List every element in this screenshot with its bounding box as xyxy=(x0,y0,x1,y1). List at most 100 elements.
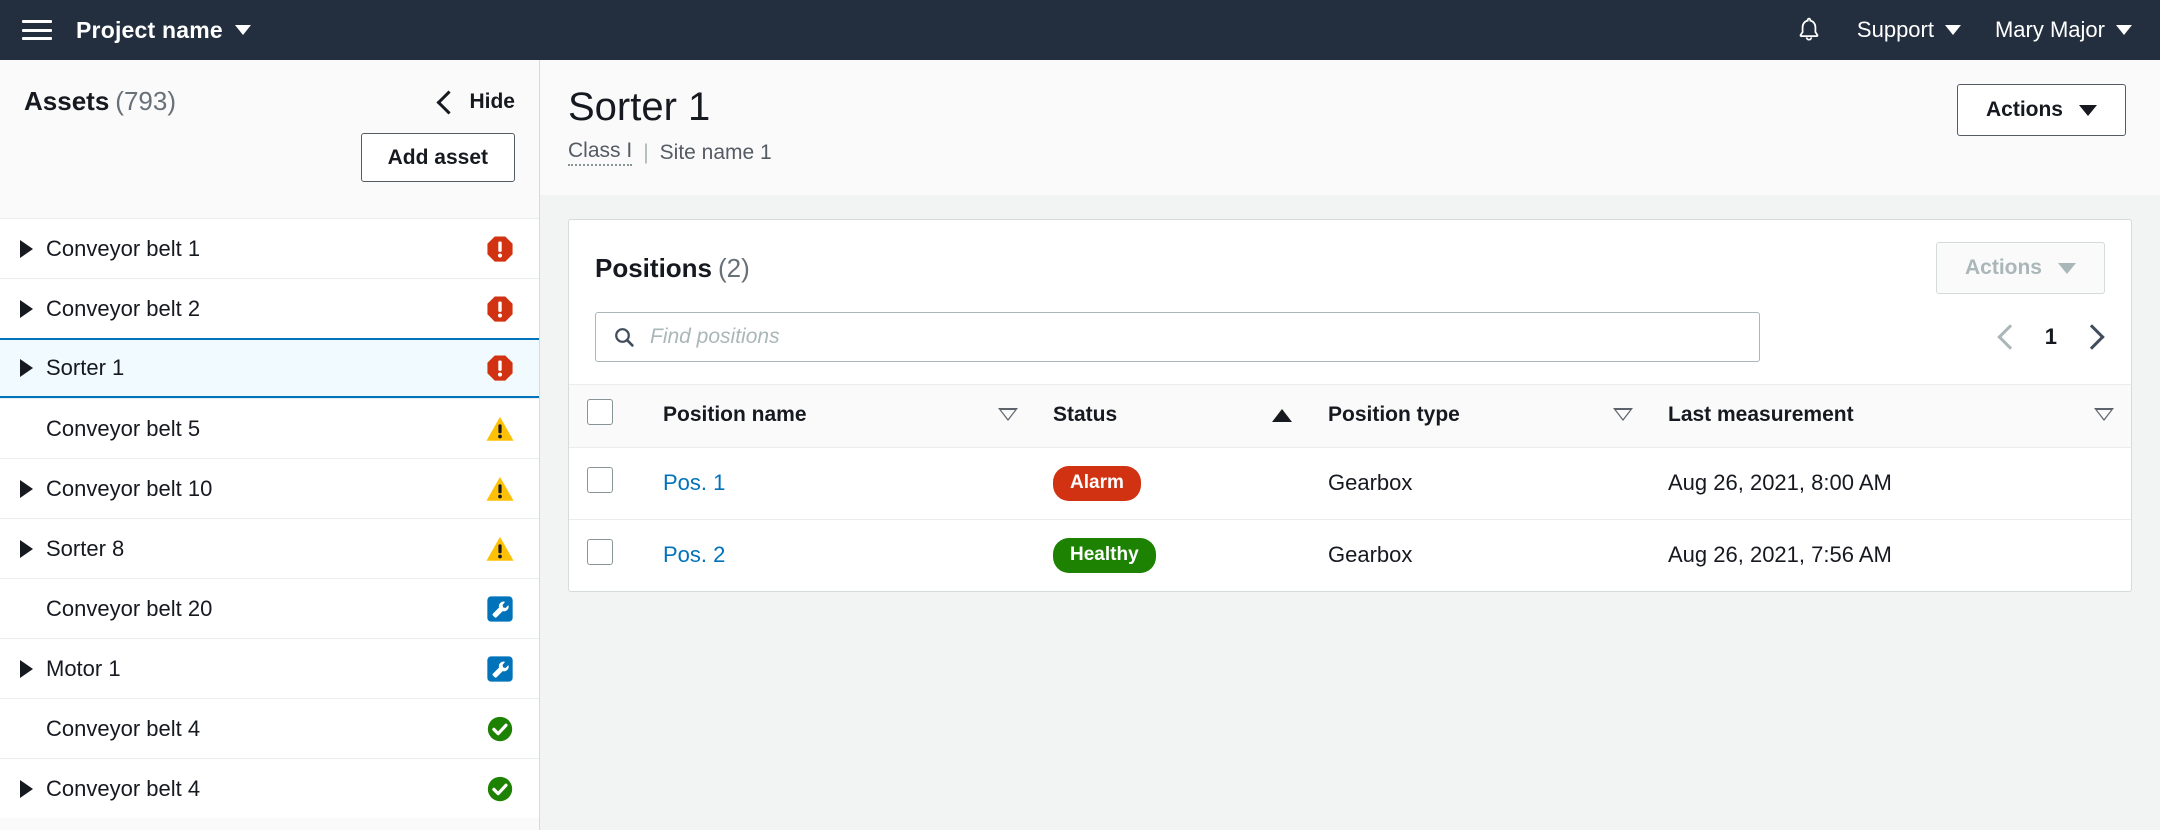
row-checkbox[interactable] xyxy=(587,467,613,494)
position-name-cell: Pos. 1 xyxy=(645,447,1035,520)
last-measurement-cell: Aug 26, 2021, 8:00 AM xyxy=(1650,447,2131,520)
expand-triangle-icon[interactable] xyxy=(20,299,33,318)
alarm-status-icon xyxy=(487,355,513,381)
expand-triangle-icon[interactable] xyxy=(20,239,33,258)
warning-status-icon xyxy=(486,416,514,441)
hamburger-menu-icon[interactable] xyxy=(22,18,52,42)
asset-label: Sorter 8 xyxy=(46,535,125,561)
asset-class-label[interactable]: Class I xyxy=(568,139,633,166)
asset-row[interactable]: Conveyor belt 1 xyxy=(0,218,539,278)
pagination-page-1[interactable]: 1 xyxy=(2044,324,2057,349)
column-label-position-type: Position type xyxy=(1328,403,1460,426)
hide-panel-button[interactable]: Hide xyxy=(436,86,515,115)
assets-count: (793) xyxy=(115,86,176,116)
page-subtitle: Class I | Site name 1 xyxy=(568,139,772,166)
column-header-status[interactable]: Status xyxy=(1035,384,1310,448)
positions-pagination: 1 xyxy=(1997,324,2105,350)
maintenance-status-icon xyxy=(487,595,513,622)
positions-header-row: Position name Status xyxy=(569,384,2131,448)
positions-panel: Positions(2) Actions xyxy=(568,219,2132,592)
column-label-status: Status xyxy=(1053,403,1118,426)
positions-panel-header: Positions(2) Actions xyxy=(569,220,2131,294)
expand-triangle-icon[interactable] xyxy=(20,779,33,798)
positions-toolbar: 1 xyxy=(569,294,2131,384)
positions-table: Position name Status xyxy=(569,384,2131,591)
row-select-cell xyxy=(569,519,645,590)
asset-label: Conveyor belt 10 xyxy=(46,475,213,501)
assets-heading: Assets(793) xyxy=(24,86,176,117)
asset-row[interactable]: Conveyor belt 5 xyxy=(0,398,539,458)
column-label-last-measurement: Last measurement xyxy=(1668,403,1854,426)
user-name-label: Mary Major xyxy=(1994,17,2105,42)
support-label: Support xyxy=(1856,17,1934,42)
asset-label: Sorter 1 xyxy=(46,355,125,380)
asset-row[interactable]: Conveyor belt 20 xyxy=(0,578,539,638)
asset-label: Conveyor belt 2 xyxy=(46,295,201,321)
asset-label: Conveyor belt 4 xyxy=(46,715,201,741)
asset-label: Conveyor belt 20 xyxy=(46,595,213,621)
column-header-last-measurement[interactable]: Last measurement xyxy=(1650,384,2131,448)
expand-triangle-icon[interactable] xyxy=(20,539,33,558)
column-header-position-type[interactable]: Position type xyxy=(1310,384,1650,448)
project-name-dropdown[interactable]: Project name xyxy=(76,17,251,44)
asset-row[interactable]: Conveyor belt 4 xyxy=(0,758,539,818)
positions-search-box[interactable] xyxy=(595,312,1760,362)
warning-status-icon xyxy=(486,536,514,561)
expand-triangle-icon[interactable] xyxy=(20,359,33,377)
body-split: Assets(793) Hide Add asset Conveyor belt… xyxy=(0,60,2160,830)
select-all-checkbox[interactable] xyxy=(587,399,613,425)
add-asset-row: Add asset xyxy=(24,133,515,183)
page-actions-button[interactable]: Actions xyxy=(1956,84,2126,136)
positions-actions-button[interactable]: Actions xyxy=(1935,242,2105,294)
position-status-cell: Alarm xyxy=(1035,447,1310,520)
pagination-previous-icon[interactable] xyxy=(1997,324,2023,350)
positions-title: Positions xyxy=(595,252,713,283)
position-name-link[interactable]: Pos. 1 xyxy=(663,470,726,496)
asset-label: Conveyor belt 5 xyxy=(46,415,201,441)
bell-icon[interactable] xyxy=(1795,15,1823,45)
hide-label: Hide xyxy=(469,90,515,113)
position-name-link[interactable]: Pos. 2 xyxy=(663,542,726,568)
asset-row[interactable]: Conveyor belt 2 xyxy=(0,278,539,338)
asset-row[interactable]: Conveyor belt 10 xyxy=(0,458,539,518)
row-select-cell xyxy=(569,447,645,520)
expand-triangle-icon[interactable] xyxy=(20,479,33,498)
column-header-position-name[interactable]: Position name xyxy=(645,384,1035,448)
row-checkbox[interactable] xyxy=(587,539,613,566)
position-status-cell: Healthy xyxy=(1035,519,1310,590)
asset-row[interactable]: Motor 1 xyxy=(0,638,539,698)
add-asset-button[interactable]: Add asset xyxy=(360,133,515,183)
page-header-text: Sorter 1 Class I | Site name 1 xyxy=(568,84,772,166)
position-type-cell: Gearbox xyxy=(1310,447,1650,520)
main-body: Positions(2) Actions xyxy=(540,195,2160,830)
pagination-next-icon[interactable] xyxy=(2079,324,2105,350)
select-all-header xyxy=(569,384,645,448)
positions-heading: Positions(2) xyxy=(595,253,750,284)
positions-count: (2) xyxy=(718,252,750,283)
asset-row[interactable]: Conveyor belt 4 xyxy=(0,698,539,758)
asset-row[interactable]: Sorter 1 xyxy=(0,338,539,398)
assets-title-row: Assets(793) Hide xyxy=(24,86,515,117)
positions-search-input[interactable] xyxy=(650,325,1743,349)
asset-label: Conveyor belt 1 xyxy=(46,235,201,261)
asset-tree-list[interactable]: Conveyor belt 1 Conveyor belt 2 Sorter 1 Co… xyxy=(0,218,539,830)
page-title: Sorter 1 xyxy=(568,85,711,129)
column-label-position-name: Position name xyxy=(663,403,807,426)
support-dropdown[interactable]: Support xyxy=(1857,17,1961,43)
assets-title: Assets xyxy=(24,86,110,116)
page-actions-label: Actions xyxy=(1985,98,2063,121)
alarm-status-icon xyxy=(487,235,513,262)
project-name-label: Project name xyxy=(76,16,223,43)
maintenance-status-icon xyxy=(487,655,513,682)
healthy-status-icon xyxy=(487,716,513,741)
asset-row[interactable]: Sorter 8 xyxy=(0,518,539,578)
expand-triangle-icon[interactable] xyxy=(20,659,33,678)
asset-label: Conveyor belt 4 xyxy=(46,775,201,801)
site-name-label: Site name 1 xyxy=(659,140,772,164)
user-menu-dropdown[interactable]: Mary Major xyxy=(1995,17,2132,43)
sort-ascending-icon xyxy=(1272,408,1292,422)
positions-table-head: Position name Status xyxy=(569,384,2131,448)
page-header: Sorter 1 Class I | Site name 1 Actions xyxy=(540,60,2160,195)
